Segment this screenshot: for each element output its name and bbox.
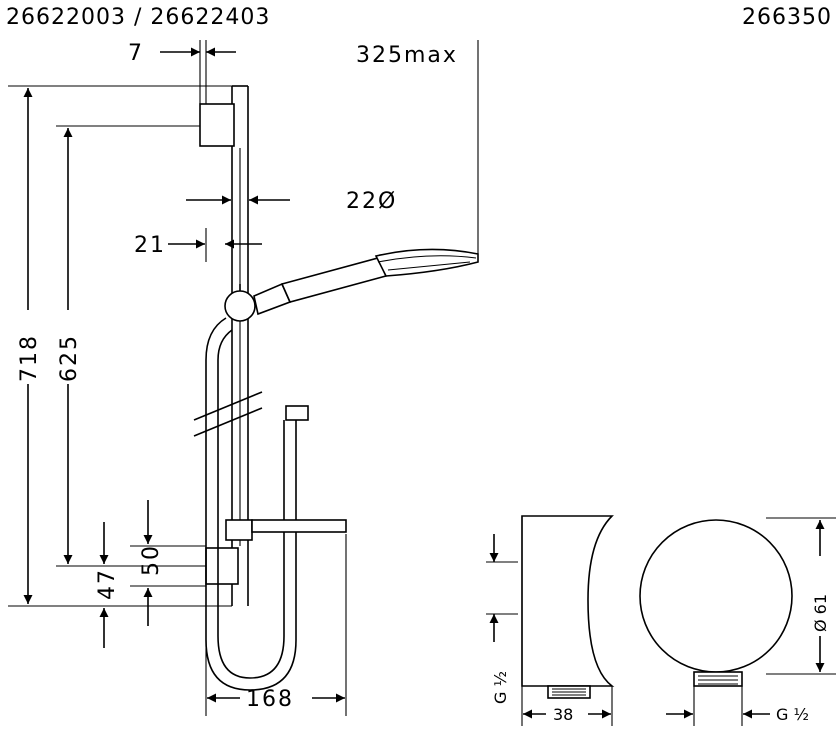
dim-label-wall-gap: 7: [128, 41, 144, 66]
dim-label-bracket-offset: 47: [95, 568, 120, 600]
break-symbol: [193, 391, 263, 437]
dim-label-outlet-thread-front: G ½: [776, 705, 809, 724]
dim-label-rail-offset: 21: [134, 233, 166, 258]
dim-bracket-height: 50: [130, 500, 206, 626]
dim-label-rail-length: 625: [57, 334, 82, 382]
dim-rail-offset: 21: [134, 228, 262, 262]
product-codes-left: 26622003 / 26622403: [6, 5, 270, 30]
dim-label-outlet-diameter: Ø 61: [811, 594, 830, 632]
dim-label-max-reach: 325max: [356, 43, 458, 68]
shower-hose: [205, 317, 309, 691]
shelf-bar: [225, 519, 347, 541]
wall-outlet-front-view: Ø 61 G ½: [639, 517, 836, 726]
dim-rail-length: 625: [56, 125, 206, 567]
dim-bracket-offset: 47: [95, 522, 120, 648]
dim-bar-width: 168: [205, 534, 347, 716]
wall-outlet-side-view: G ½ 38: [486, 515, 615, 726]
dim-label-outlet-thread-side: G ½: [491, 671, 510, 704]
hand-shower: [224, 248, 479, 322]
dim-label-bar-width: 168: [246, 687, 294, 712]
dim-max-reach: 325max: [356, 40, 479, 254]
dim-label-bracket-height: 50: [139, 544, 164, 576]
dim-label-rail-diameter: 22Ø: [346, 189, 397, 214]
dim-rail-diameter: 22Ø: [186, 189, 397, 214]
dim-label-total-height: 718: [17, 334, 42, 382]
dim-wall-gap: 7: [128, 40, 236, 104]
product-code-right: 266350: [742, 5, 832, 30]
dim-total-height: 718: [8, 85, 232, 607]
dim-label-outlet-depth: 38: [553, 705, 573, 724]
